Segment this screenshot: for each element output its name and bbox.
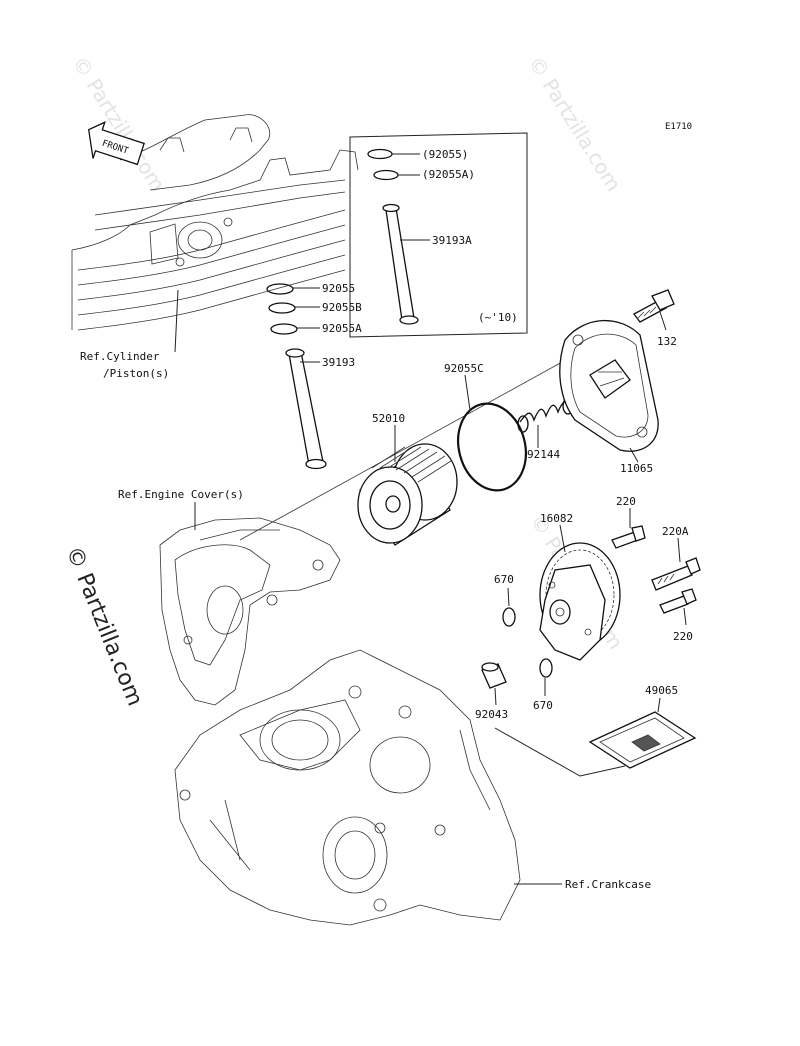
ref-crankcase-label: Ref.Crankcase [565,878,651,891]
o-ring-92055 [266,283,294,295]
diagram-code: E1710 [665,122,692,132]
cylinder-head-outline [71,114,359,331]
callout-11065: 11065 [620,462,653,475]
ref-cylinder-leader [174,289,179,353]
o-ring-92055a [270,323,298,335]
o-ring-670-left [502,607,516,627]
range-note: (~'10) [478,311,518,324]
callout-670-right: 670 [533,699,553,712]
filter-cover-11065 [559,319,659,452]
front-direction-arrow: FRONT [87,121,145,166]
o-ring-92055c [457,402,527,492]
callout-39193: 39193 [322,356,355,369]
watermark-top-right: © Partzilla.com [524,52,626,196]
engine-cover-outline [159,517,341,706]
oil-filter-52010 [357,443,458,546]
bolt-132 [633,289,675,323]
callout-92055c: 92055C [444,362,484,375]
oil-pipe-39193a [382,203,419,325]
callout-92055-box: (92055) [422,148,468,161]
watermark-side: © Partzilla.com [60,543,147,710]
screen-leader-line [494,727,626,777]
bolt-220-top [611,525,646,549]
callout-92055: 92055 [322,282,355,295]
callout-92055a: 92055A [322,322,362,335]
dowel-pin-92043 [481,662,507,689]
bolt-220a [651,557,701,591]
oil-screen-49065 [588,711,697,769]
oil-pipe-39193 [285,348,327,470]
o-ring-92055a-box [373,169,399,181]
callout-132: 132 [657,335,677,348]
bolt-220-bottom [659,588,697,614]
callout-220-top: 220 [616,495,636,508]
callout-92055b: 92055B [322,301,362,314]
relief-spring-92144 [517,397,574,433]
callout-49065: 49065 [645,684,678,697]
ref-cylinder-label: Ref.Cylinder [80,350,160,363]
inset-box-pre-2010: (92055) (92055A) 39193A (~'10) [349,132,528,338]
ref-engine-cover-label: Ref.Engine Cover(s) [118,488,244,501]
callout-92043: 92043 [475,708,508,721]
callout-220-bottom: 220 [673,630,693,643]
o-ring-92055-box [367,148,393,160]
callout-52010: 52010 [372,412,405,425]
callout-92144: 92144 [527,448,560,461]
o-ring-92055b [268,302,296,314]
o-ring-670-right [539,658,553,678]
oil-pump-16082 [539,542,621,661]
callout-220a: 220A [662,525,689,538]
ref-piston-label: /Piston(s) [103,367,169,380]
callout-670-left: 670 [494,573,514,586]
callout-39193a: 39193A [432,234,472,247]
callout-16082: 16082 [540,512,573,525]
crankcase-outline [174,649,521,926]
callout-92055a-box: (92055A) [422,168,475,181]
watermark-top-left: © Partzilla.com [68,52,170,196]
assembly-axis-line [239,329,621,541]
